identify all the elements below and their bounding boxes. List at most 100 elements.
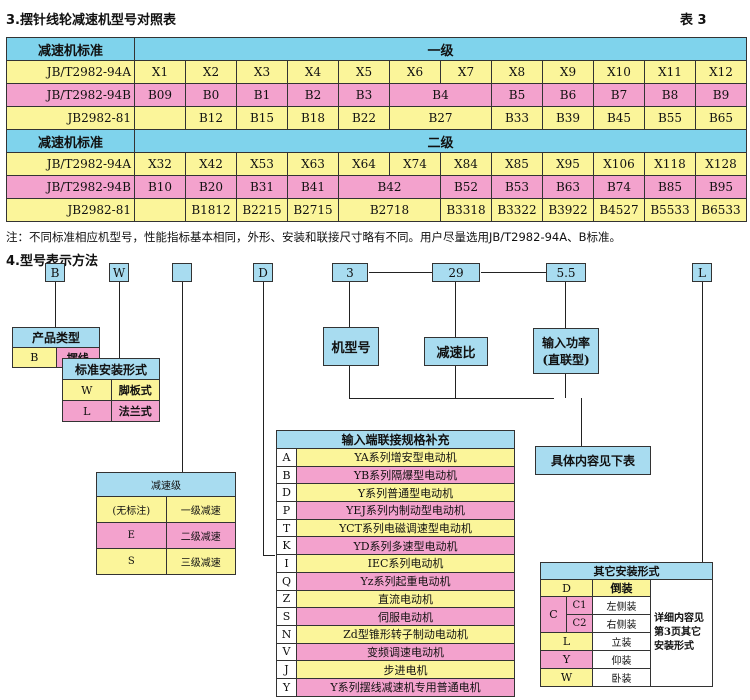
cell: B55	[644, 106, 696, 130]
cell: B63	[542, 175, 594, 199]
cell: B12	[185, 106, 237, 130]
code-box-d: D	[253, 263, 273, 282]
reduction-stage-table: 减速级 (无标注) 一级减速 E 二级减速 S 三级减速	[96, 472, 236, 575]
conn-label: 直流电动机	[295, 589, 516, 609]
cell: B3	[338, 83, 390, 107]
cell: B4527	[593, 198, 645, 222]
cell: B6533	[694, 198, 748, 222]
cell: X3	[236, 60, 288, 84]
cell: B5	[491, 83, 543, 107]
row-name: JB/T2982-94B	[6, 175, 135, 199]
cell: X53	[236, 152, 288, 176]
conn-label: Y系列摆线减速机专用普通电机	[295, 677, 516, 697]
connector-line	[349, 282, 350, 327]
conn-label: 变频调速电动机	[295, 642, 516, 662]
table-row: JB/T2982-94B B09 B0 B1 B2 B3 B4 B5 B6 B7…	[6, 83, 748, 107]
cell: B2715	[287, 198, 339, 222]
table-row: JB/T2982-94A X1 X2 X3 X4 X5 X6 X7 X8 X9 …	[6, 60, 748, 84]
conn-code: Q	[276, 571, 297, 591]
connector-line	[455, 282, 456, 337]
install-label: 脚板式	[110, 379, 160, 401]
input-conn-title: 输入端联接规格补充	[275, 430, 516, 449]
connector-line	[349, 366, 350, 398]
conn-label: 伺服电动机	[295, 607, 516, 626]
cell: B4	[389, 83, 492, 107]
cell: B20	[185, 175, 237, 199]
cell: X4	[287, 60, 339, 84]
header1-level: 一级	[133, 37, 748, 61]
code-box-3: 3	[332, 263, 368, 282]
code-box-blank	[172, 263, 192, 282]
conn-code: S	[276, 607, 297, 626]
cell: B3922	[542, 198, 594, 222]
cell: X8	[491, 60, 543, 84]
cell: X42	[185, 152, 237, 176]
stage-code: S	[96, 548, 167, 575]
cell: B09	[134, 83, 186, 107]
conn-code: N	[276, 624, 297, 644]
conn-label: YD系列多速型电动机	[295, 536, 516, 556]
code-box-29: 29	[432, 263, 480, 282]
connector-line	[455, 366, 456, 398]
cell: B39	[542, 106, 594, 130]
cell: X64	[338, 152, 390, 176]
connector-line	[119, 282, 120, 358]
other-code-y: Y	[540, 650, 593, 669]
machine-no-box: 机型号	[323, 327, 379, 366]
cell: X9	[542, 60, 594, 84]
comparison-table: 减速机标准 一级 JB/T2982-94A X1 X2 X3 X4 X5 X6 …	[6, 37, 748, 222]
cell: B45	[593, 106, 645, 130]
cell: B0	[185, 83, 237, 107]
other-code-c1: C1	[566, 596, 593, 615]
cell: B3318	[440, 198, 492, 222]
conn-code: Y	[276, 677, 297, 697]
input-power-line1: 输入功率	[541, 336, 590, 350]
conn-code: P	[276, 501, 297, 520]
other-label-y: 仰装	[592, 650, 651, 669]
install-code: W	[62, 379, 112, 401]
cell: X7	[440, 60, 492, 84]
list-item: L 法兰式	[62, 400, 160, 422]
install-label: 法兰式	[110, 400, 160, 422]
install-form-title: 标准安装形式	[62, 358, 160, 380]
table-row: JB2982-81 B12 B15 B18 B22 B27 B33 B39 B4…	[6, 106, 748, 130]
other-label-d: 倒装	[592, 579, 651, 597]
conn-label: IEC系列电动机	[295, 554, 516, 573]
other-install-title: 其它安装形式	[540, 562, 713, 580]
other-label-w: 卧装	[592, 668, 651, 687]
cell: X74	[389, 152, 441, 176]
other-code-w: W	[540, 668, 593, 687]
list-item: W 脚板式	[62, 379, 160, 401]
cell: B15	[236, 106, 288, 130]
cell: B2215	[236, 198, 288, 222]
code-box-5-5: 5.5	[546, 263, 586, 282]
connector-line	[369, 272, 432, 273]
table-label: 表 3	[680, 13, 707, 28]
install-code: L	[62, 400, 112, 422]
cell: B41	[287, 175, 339, 199]
cell: B18	[287, 106, 339, 130]
cell: X95	[542, 152, 594, 176]
conn-code: D	[276, 483, 297, 503]
connector-line	[702, 282, 703, 562]
conn-label: YCT系列电磁调速型电动机	[295, 518, 516, 538]
conn-code: Z	[276, 589, 297, 609]
connector-line	[349, 398, 554, 399]
conn-code: A	[276, 448, 297, 467]
cell: B42	[338, 175, 441, 199]
other-label-l: 立装	[592, 632, 651, 651]
cell: B3322	[491, 198, 543, 222]
install-form-table: 标准安装形式 W 脚板式 L 法兰式	[62, 358, 160, 422]
other-code-c2: C2	[566, 614, 593, 633]
cell: B65	[694, 106, 748, 130]
cell: X63	[287, 152, 339, 176]
